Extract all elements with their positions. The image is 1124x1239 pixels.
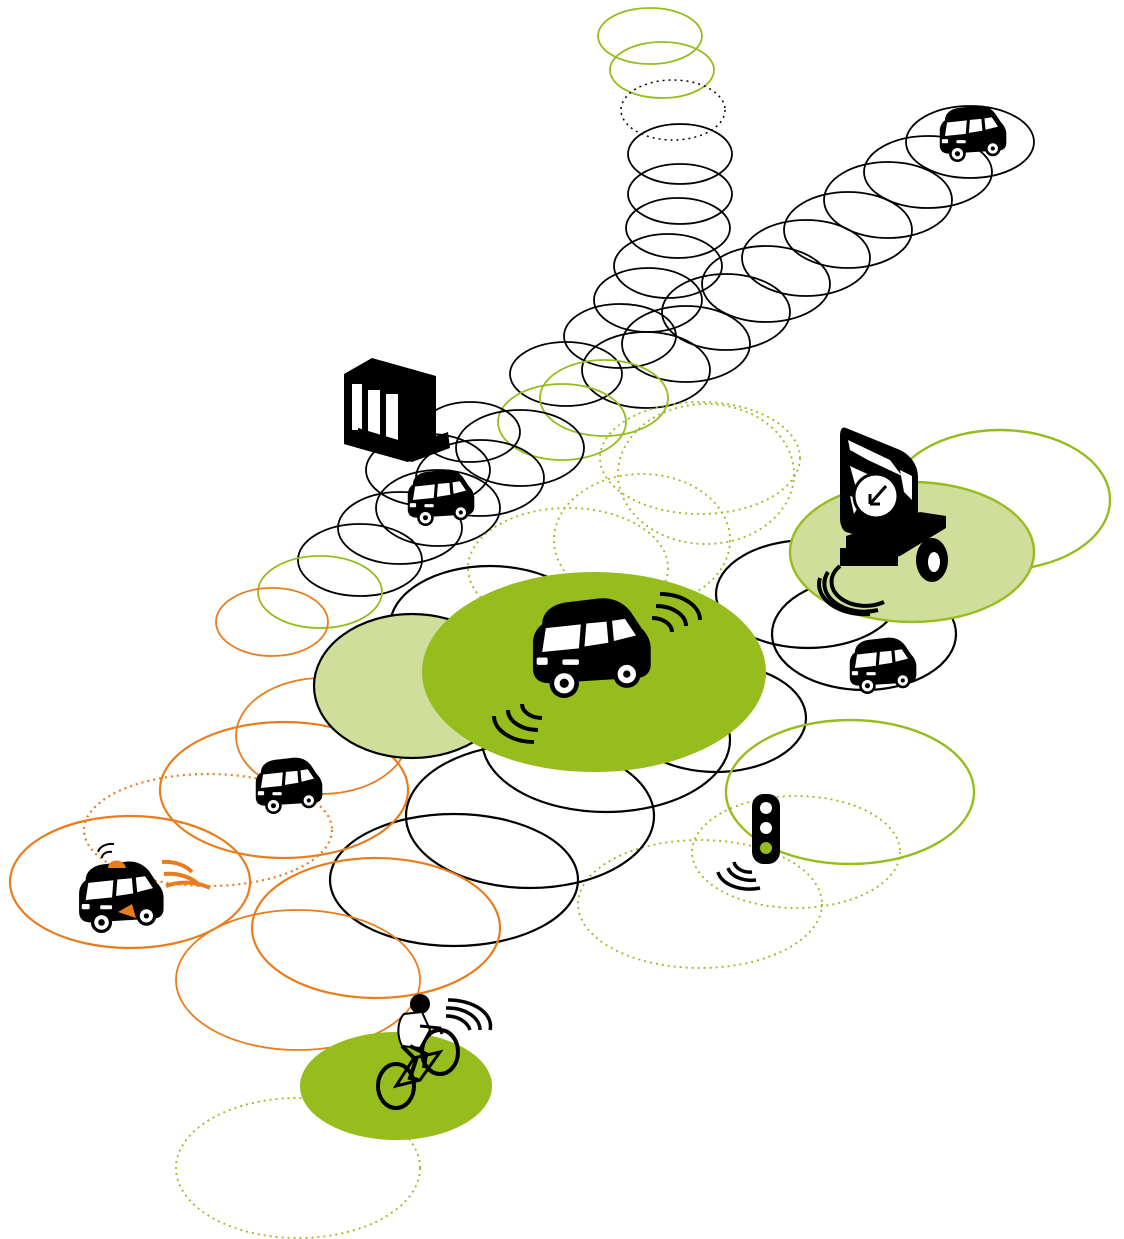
signal-waves-icon: [817, 564, 885, 617]
signal-waves-icon: [445, 998, 493, 1031]
car-icon: [939, 105, 1007, 162]
signal-waves-icon: [716, 861, 761, 891]
emergency-vehicle-icon: [79, 842, 164, 933]
traffic-light-icon: [752, 794, 780, 864]
car-icon: [407, 469, 475, 526]
diagonal-ring-chain: [215, 105, 1035, 657]
traffic-light-ring: [724, 718, 976, 866]
dotted-range-zones: [175, 401, 901, 1239]
signal-waves-icon: [161, 859, 211, 890]
bicycle-icon: [376, 994, 460, 1110]
building-icon: [344, 358, 450, 462]
road-sign-trailer-icon: [840, 427, 948, 582]
car-icon: [849, 637, 917, 694]
car-icon: [255, 757, 323, 814]
